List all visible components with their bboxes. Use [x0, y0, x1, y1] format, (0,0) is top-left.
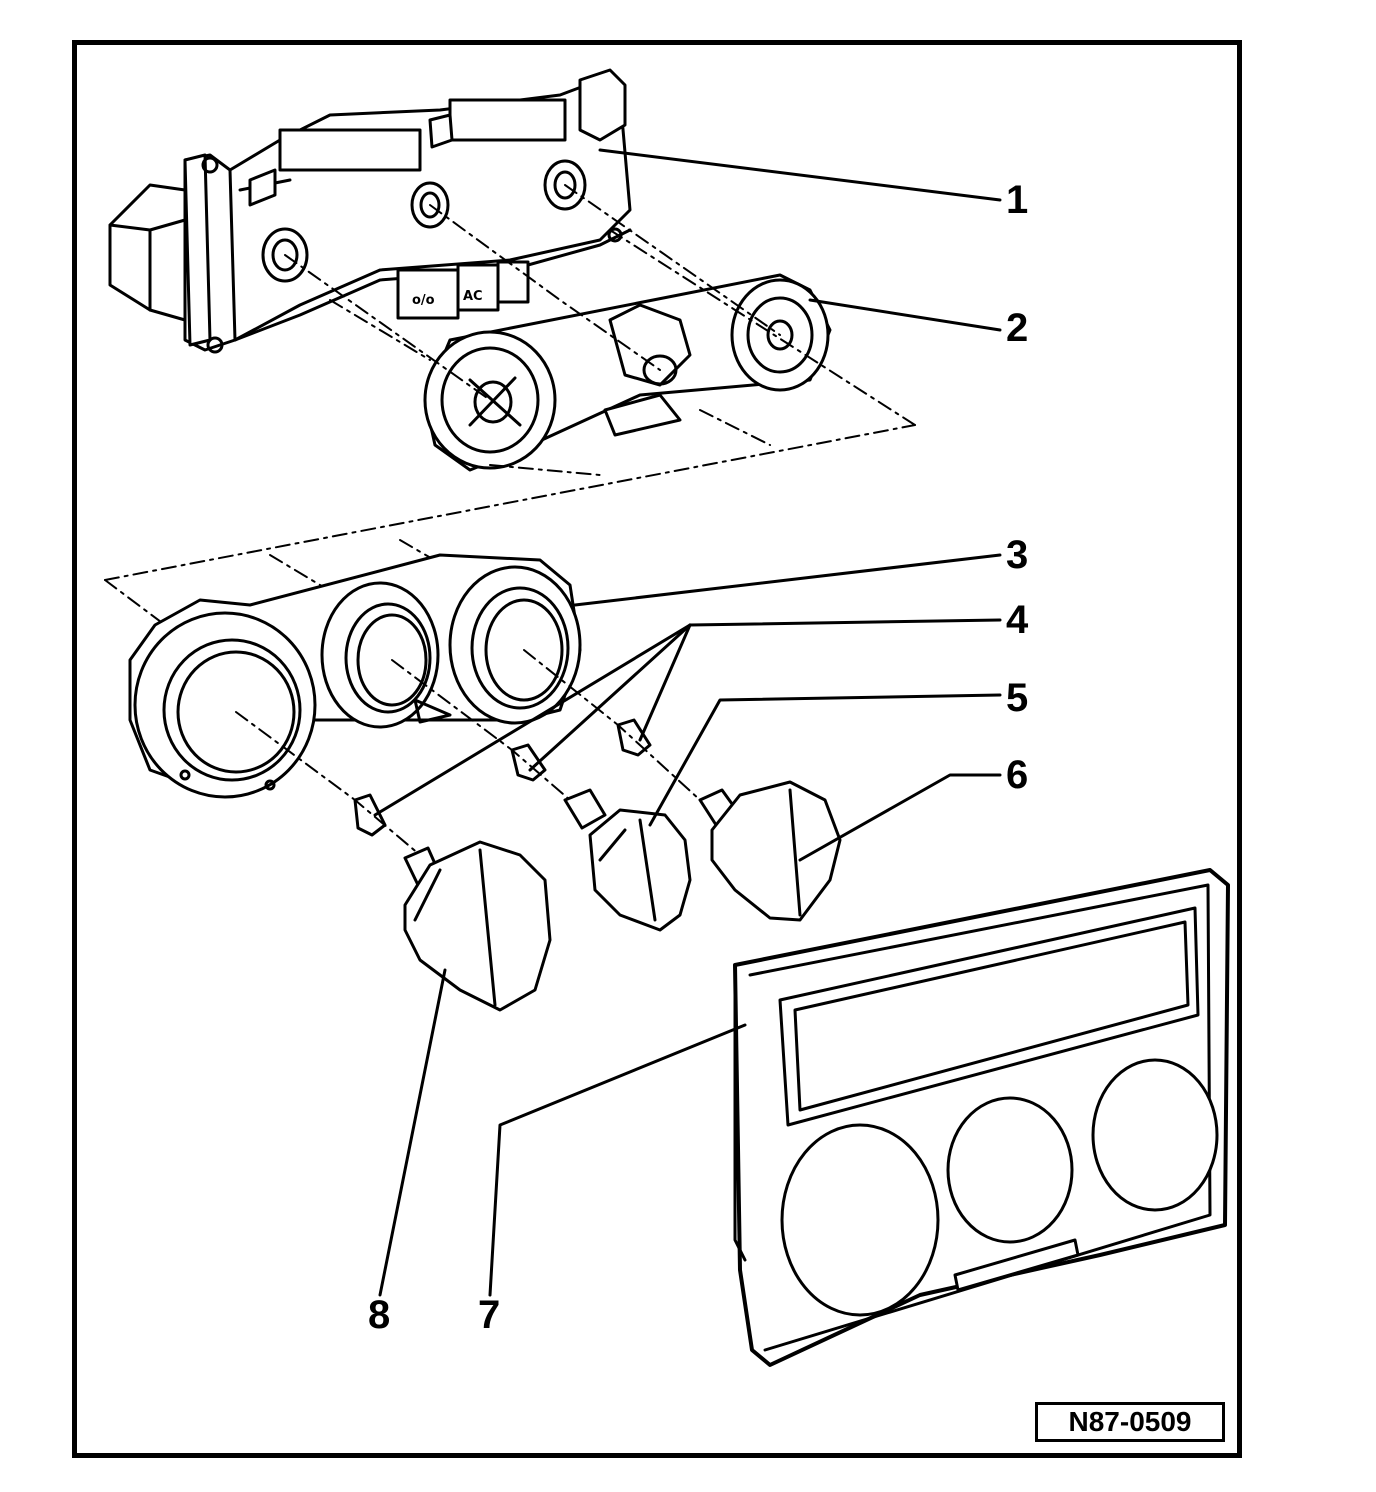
leader-lines — [373, 148, 1002, 1297]
knob-6 — [698, 780, 842, 922]
switch-marking-right: AC — [463, 289, 483, 304]
trim-panel — [733, 868, 1230, 1367]
callout-8: 8 — [368, 1293, 391, 1337]
control-head-housing — [108, 68, 632, 354]
bulbs — [353, 718, 652, 837]
knob-5 — [563, 788, 692, 932]
callout-1: 1 — [1006, 178, 1029, 222]
diagram-frame — [72, 40, 1242, 1458]
cable-drive-assembly — [423, 273, 832, 472]
knob-8 — [403, 840, 552, 1012]
callout-2: 2 — [1006, 306, 1029, 350]
alignment-lines-lower — [235, 649, 701, 856]
callout-6: 6 — [1006, 753, 1029, 797]
bezel-rings — [128, 553, 582, 799]
switch-marking-left: o/o — [412, 293, 435, 308]
callout-3: 3 — [1006, 533, 1029, 577]
reference-code: N87-0509 — [1035, 1402, 1225, 1442]
callout-5: 5 — [1006, 676, 1029, 720]
callout-4: 4 — [1006, 598, 1029, 642]
callout-7: 7 — [478, 1293, 501, 1337]
